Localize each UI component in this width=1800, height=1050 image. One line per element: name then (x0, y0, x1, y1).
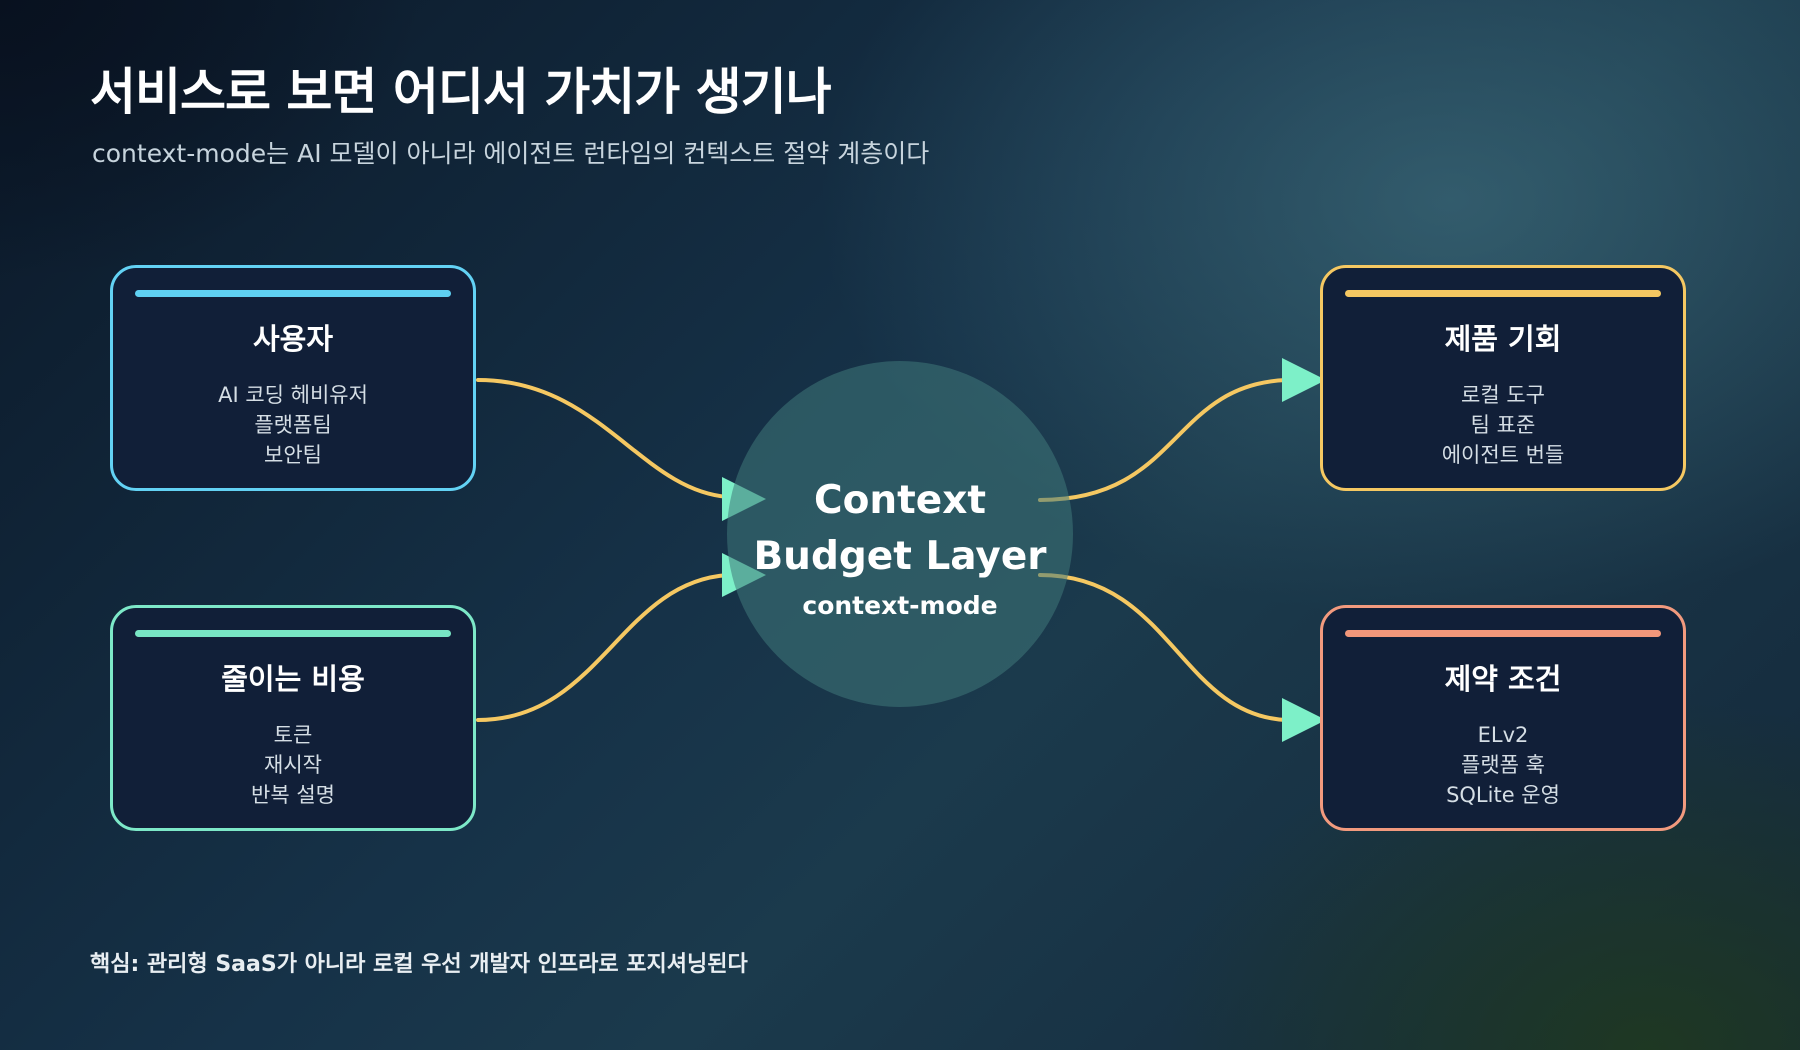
hub-title-line: Context (813, 478, 987, 523)
connector-hub-to-opportunities (1038, 378, 1288, 502)
card-item: 플랫폼 훅 (1461, 753, 1545, 777)
hub-title: Context Budget Layer (727, 473, 1073, 585)
card-title: 줄이는 비용 (221, 662, 365, 696)
card-title: 제품 기회 (1444, 322, 1562, 356)
hub-subtitle: context-mode (802, 591, 998, 620)
arrowhead-hub-to-constraints (1282, 698, 1326, 742)
card-item: 로컬 도구 (1461, 383, 1545, 407)
card-opportunities: 제품 기회 로컬 도구 팀 표준 에이전트 번들 (1320, 265, 1686, 491)
card-item: 에이전트 번들 (1441, 443, 1565, 467)
card-item: 반복 설명 (251, 783, 335, 807)
card-item-list: 로컬 도구 팀 표준 에이전트 번들 (1323, 380, 1683, 470)
card-item: 보안팀 (264, 443, 322, 467)
card-item: AI 코딩 헤비유저 (218, 383, 368, 407)
arrowhead-hub-to-opportunities (1282, 358, 1326, 402)
card-item-list: ELv2 플랫폼 훅 SQLite 운영 (1323, 720, 1683, 810)
card-item: SQLite 운영 (1446, 783, 1560, 807)
card-item: 팀 표준 (1470, 413, 1536, 437)
page-title: 서비스로 보면 어디서 가치가 생기나 (90, 63, 832, 121)
card-users: 사용자 AI 코딩 헤비유저 플랫폼팀 보안팀 (110, 265, 476, 491)
hub-title-line: Budget Layer (753, 534, 1047, 579)
connector-hub-to-constraints (1038, 573, 1288, 722)
card-title: 사용자 (252, 322, 334, 356)
connector-users-to-hub (476, 378, 730, 499)
connector-costs-to-hub (476, 573, 730, 722)
card-costs: 줄이는 비용 토큰 재시작 반복 설명 (110, 605, 476, 831)
card-title: 제약 조건 (1444, 662, 1562, 696)
card-item-list: 토큰 재시작 반복 설명 (113, 720, 473, 810)
card-item-list: AI 코딩 헤비유저 플랫폼팀 보안팀 (113, 380, 473, 470)
card-accent-bar (135, 630, 451, 637)
card-item: 재시작 (264, 753, 322, 777)
card-item: 플랫폼팀 (254, 413, 332, 437)
hub-circle: Context Budget Layer context-mode (727, 361, 1073, 707)
card-accent-bar (1345, 630, 1661, 637)
card-accent-bar (1345, 290, 1661, 297)
card-accent-bar (135, 290, 451, 297)
card-item: ELv2 (1477, 723, 1529, 747)
card-item: 토큰 (273, 723, 313, 747)
card-constraints: 제약 조건 ELv2 플랫폼 훅 SQLite 운영 (1320, 605, 1686, 831)
page-subtitle: context-mode는 AI 모델이 아니라 에이전트 런타임의 컨텍스트 … (92, 139, 930, 168)
key-takeaway: 핵심: 관리형 SaaS가 아니라 로컬 우선 개발자 인프라로 포지셔닝된다 (90, 952, 748, 977)
